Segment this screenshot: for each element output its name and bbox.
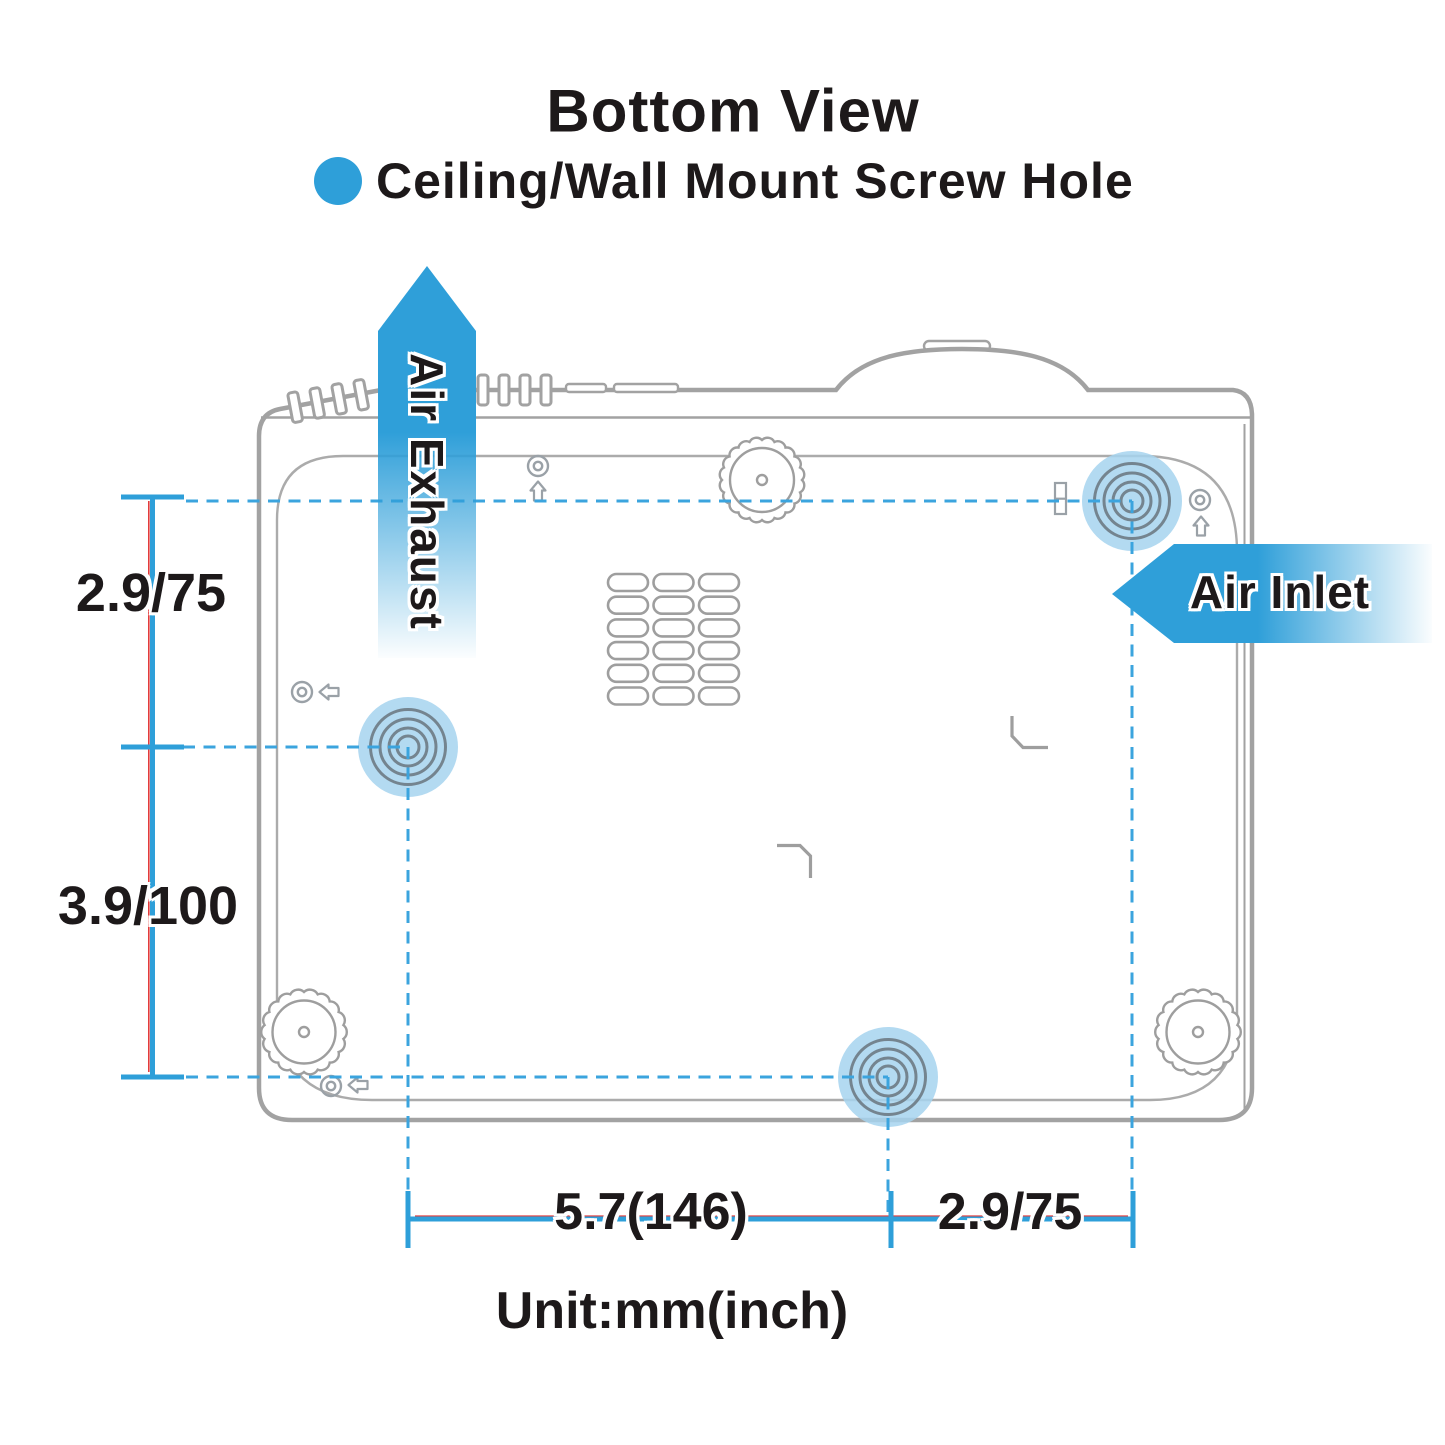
dimension-label-left-upper: 2.9/75 bbox=[75, 563, 227, 623]
dimension-label-bottom-left: 5.7(146) bbox=[554, 1183, 748, 1241]
vent-slot bbox=[652, 572, 695, 593]
vent-slot bbox=[652, 640, 695, 661]
foot-inner-circle bbox=[728, 446, 796, 514]
vent-tooth bbox=[539, 373, 553, 407]
vent-tooth bbox=[308, 386, 326, 420]
air-exhaust-arrow bbox=[378, 266, 476, 658]
air-exhaust-label: Air Exhaust bbox=[401, 353, 453, 631]
vent-slot bbox=[697, 640, 741, 661]
vent-teeth-left bbox=[286, 378, 370, 424]
vent-slot bbox=[652, 686, 695, 706]
vent-slot bbox=[652, 618, 695, 638]
screw-icon bbox=[325, 1080, 337, 1092]
edge-slot bbox=[564, 382, 608, 394]
vent-slot bbox=[697, 663, 741, 684]
vent-tooth bbox=[518, 373, 532, 407]
screw-icon bbox=[290, 680, 314, 704]
air-inlet-label: Air Inlet bbox=[1189, 566, 1371, 618]
screw-mark-top bbox=[526, 454, 550, 502]
screw-icon bbox=[296, 686, 308, 698]
panel-corner-mark bbox=[777, 843, 813, 878]
dimension-lines bbox=[121, 494, 1136, 1248]
vent-slot bbox=[697, 618, 741, 638]
foot-center-dot bbox=[755, 473, 769, 487]
foot-center-dot bbox=[297, 1025, 311, 1039]
vent-grille bbox=[606, 572, 741, 706]
page-title: Bottom View bbox=[546, 77, 920, 145]
vent-slot bbox=[606, 618, 650, 638]
vent-slot bbox=[606, 595, 650, 616]
projector-body bbox=[256, 339, 1255, 1123]
vent-slot bbox=[606, 663, 650, 684]
vent-slot bbox=[697, 572, 741, 593]
vent-teeth-right bbox=[476, 373, 553, 407]
vent-slot bbox=[652, 663, 695, 684]
air-inlet-arrow bbox=[1112, 544, 1432, 643]
dimension-label-left-lower: 3.9/100 bbox=[57, 876, 239, 936]
vent-slot bbox=[606, 640, 650, 661]
vent-tooth bbox=[497, 373, 511, 407]
foot-inner-circle bbox=[1165, 999, 1231, 1065]
edge-slot bbox=[612, 382, 680, 394]
vent-tooth bbox=[352, 378, 370, 412]
screw-mark-left bbox=[290, 680, 340, 704]
foot-center-dot bbox=[1191, 1025, 1205, 1039]
screw-mark-top-right bbox=[1188, 488, 1212, 537]
vent-slot bbox=[697, 686, 741, 706]
foot-gear-icon bbox=[718, 436, 806, 524]
foot-top-center bbox=[718, 436, 806, 524]
guide-lines bbox=[183, 499, 1134, 1218]
unit-label: Unit:mm(inch) bbox=[495, 1282, 849, 1340]
foot-bottom-left bbox=[260, 988, 348, 1076]
projector-outline bbox=[256, 346, 1255, 1123]
vent-slot bbox=[606, 686, 650, 706]
vent-tooth bbox=[476, 373, 490, 407]
foot-gear-icon bbox=[260, 988, 348, 1076]
legend: Ceiling/Wall Mount Screw Hole bbox=[314, 152, 1134, 210]
vent-tooth bbox=[330, 382, 348, 416]
screw-icon bbox=[526, 454, 550, 478]
dimension-label-bottom-right: 2.9/75 bbox=[937, 1183, 1083, 1241]
mount-slot bbox=[1053, 481, 1068, 516]
foot-gear-icon bbox=[1154, 988, 1242, 1076]
vent-slot bbox=[606, 572, 650, 593]
screw-icon bbox=[532, 460, 544, 472]
screw-icon bbox=[1188, 488, 1212, 512]
panel-corner-mark bbox=[1010, 716, 1048, 750]
vent-slot bbox=[652, 595, 695, 616]
vent-tooth bbox=[286, 390, 304, 424]
screw-hole-dot-icon bbox=[314, 157, 362, 205]
foot-bottom-right bbox=[1154, 988, 1242, 1076]
vent-slot bbox=[697, 595, 741, 616]
foot-inner-circle bbox=[271, 999, 337, 1065]
screw-icon bbox=[1194, 494, 1206, 506]
legend-label: Ceiling/Wall Mount Screw Hole bbox=[376, 153, 1134, 209]
